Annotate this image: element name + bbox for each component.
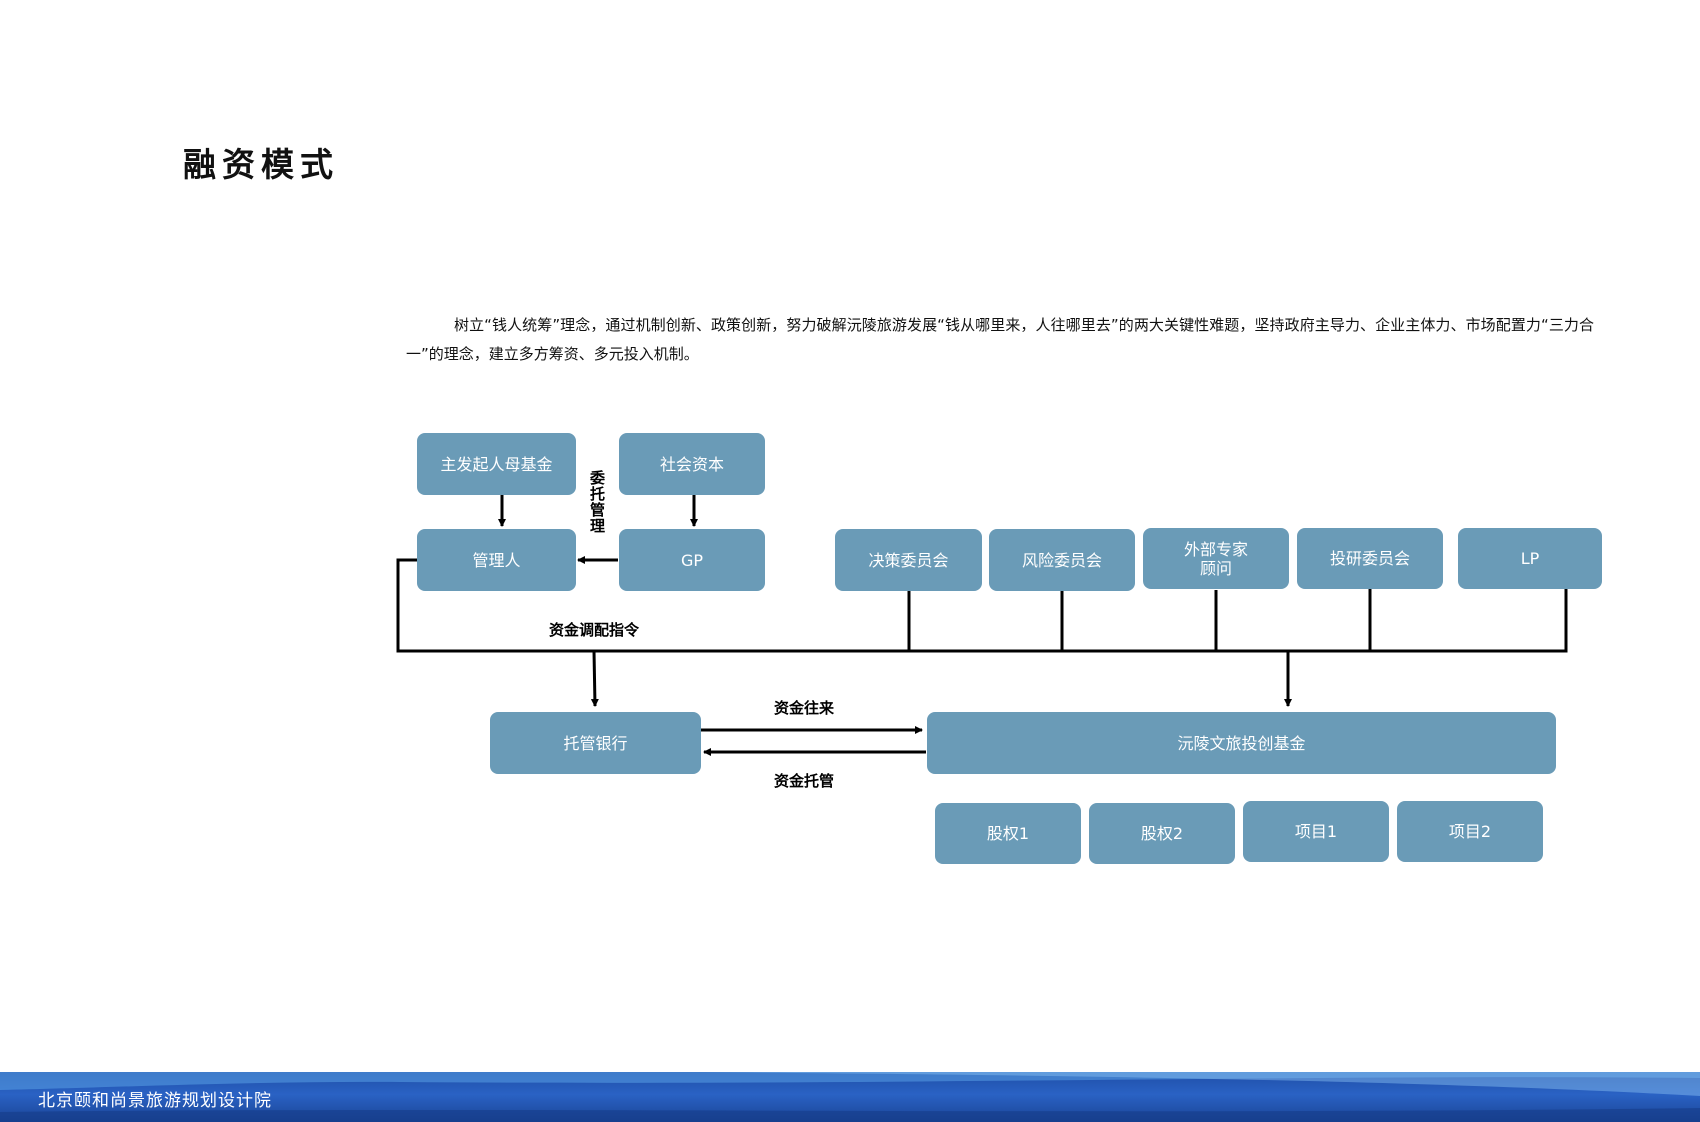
node-equity-2: 股权2 <box>1089 803 1235 864</box>
label-fund-allocation: 资金调配指令 <box>549 621 640 639</box>
label-fund-flow: 资金往来 <box>774 699 835 717</box>
manager-bracket <box>396 558 1568 653</box>
footer-banner: 北京颐和尚景旅游规划设计院 <box>0 1072 1700 1122</box>
label-entrusted-management: 委托管理 <box>588 470 606 534</box>
node-mother-fund: 主发起人母基金 <box>417 433 576 495</box>
node-project-2: 项目2 <box>1397 801 1543 862</box>
node-risk-committee: 风险委员会 <box>989 529 1135 591</box>
node-social-capital: 社会资本 <box>619 433 765 495</box>
arrow-bus-to-bank <box>590 650 599 707</box>
node-external-advisor: 外部专家 顾问 <box>1143 528 1289 589</box>
node-decision-committee: 决策委员会 <box>835 529 982 591</box>
node-project-1: 项目1 <box>1243 801 1389 862</box>
node-investment-committee: 投研委员会 <box>1297 528 1443 589</box>
node-manager: 管理人 <box>417 529 576 591</box>
node-gp: GP <box>619 529 765 591</box>
footer-organization: 北京颐和尚景旅游规划设计院 <box>38 1091 272 1111</box>
node-equity-1: 股权1 <box>935 803 1081 864</box>
footer-wave-graphic <box>0 1072 1700 1122</box>
label-fund-custody: 资金托管 <box>774 772 835 790</box>
node-custodian-bank: 托管银行 <box>490 712 701 774</box>
node-fund: 沅陵文旅投创基金 <box>927 712 1556 774</box>
node-lp: LP <box>1458 528 1602 589</box>
page-title: 融资模式 <box>183 145 339 184</box>
intro-paragraph: 树立“钱人统筹”理念，通过机制创新、政策创新，努力破解沅陵旅游发展“钱从哪里来，… <box>406 316 1594 363</box>
